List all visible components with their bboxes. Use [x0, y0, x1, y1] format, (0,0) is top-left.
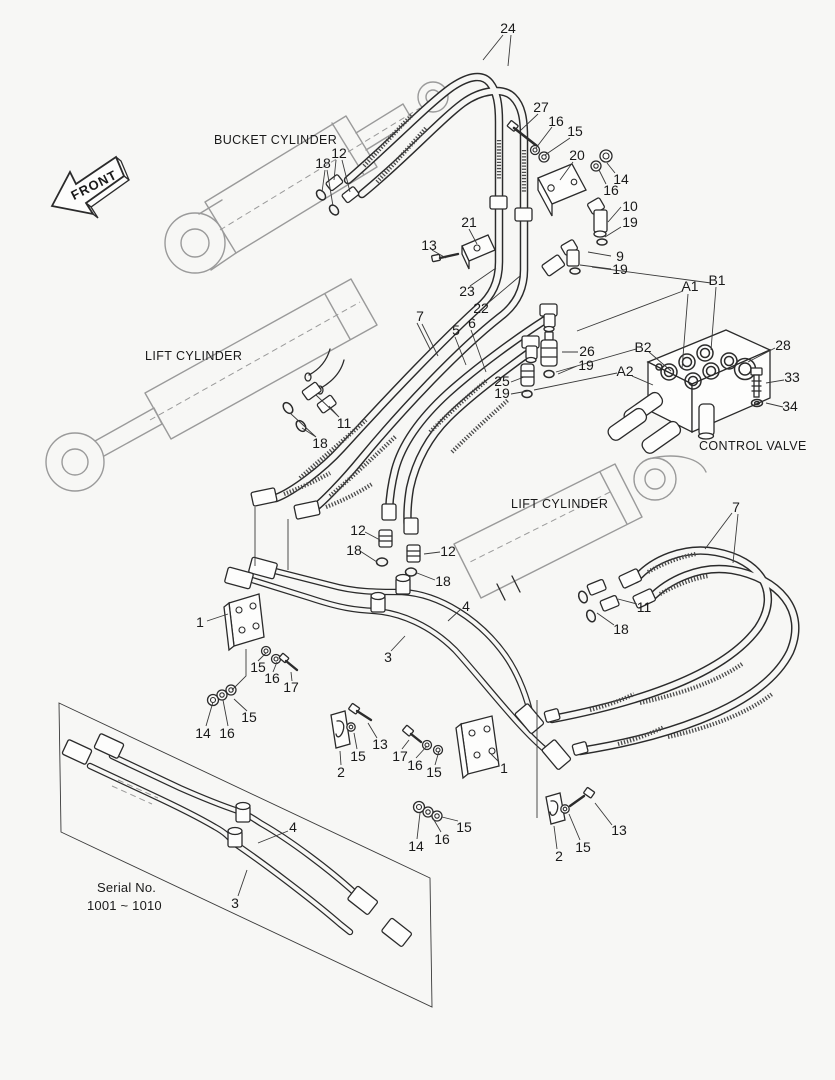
callout-18: 18 [312, 435, 328, 451]
serial-variant-box [58, 702, 433, 1008]
callout-12: 12 [440, 543, 456, 559]
callout-18: 18 [315, 155, 331, 171]
callout-13: 13 [611, 822, 627, 838]
callout-15: 15 [250, 659, 266, 675]
callout-A2: A2 [616, 363, 634, 379]
callout-3: 3 [384, 649, 392, 665]
callout-16: 16 [407, 757, 423, 773]
control-valve-drawing [607, 329, 772, 454]
callout-21: 21 [461, 214, 477, 230]
lift-cylinder-left-drawing [45, 278, 378, 492]
callout-15: 15 [241, 709, 257, 725]
control-valve-label: CONTROL VALVE [699, 439, 807, 453]
callout-33: 33 [784, 369, 800, 385]
callout-12: 12 [350, 522, 366, 538]
callout-16: 16 [548, 113, 564, 129]
callout-13: 13 [372, 736, 388, 752]
callout-4: 4 [289, 819, 297, 835]
callout-2: 2 [555, 848, 563, 864]
callout-19: 19 [622, 214, 638, 230]
callout-15: 15 [350, 748, 366, 764]
bucket-cylinder-drawing [164, 81, 449, 274]
serial-no-label-line1: Serial No. [97, 880, 157, 895]
callout-16: 16 [219, 725, 235, 741]
callout-B2: B2 [634, 339, 652, 355]
callout-17: 17 [283, 679, 299, 695]
callout-17: 17 [392, 748, 408, 764]
pipe-assembly [224, 556, 572, 770]
callout-2: 2 [337, 764, 345, 780]
callout-22: 22 [473, 300, 489, 316]
callout-15: 15 [567, 123, 583, 139]
callout-11: 11 [336, 415, 352, 431]
callout-5: 5 [452, 322, 460, 338]
callout-26: 26 [579, 343, 595, 359]
callout-19: 19 [494, 385, 510, 401]
callout-14: 14 [195, 725, 211, 741]
callout-A1: A1 [681, 278, 699, 294]
callout-27: 27 [533, 99, 549, 115]
callout-23: 23 [459, 283, 475, 299]
lift-cylinder-right-drawing [453, 455, 707, 601]
callout-12: 12 [331, 145, 347, 161]
callout-14: 14 [613, 171, 629, 187]
callout-3: 3 [231, 895, 239, 911]
callout-18: 18 [435, 573, 451, 589]
callout-20: 20 [569, 147, 585, 163]
callout-34: 34 [782, 398, 798, 414]
callout-9: 9 [616, 248, 624, 264]
callout-15: 15 [426, 764, 442, 780]
callout-13: 13 [421, 237, 437, 253]
leader-lines [205, 34, 785, 897]
callout-18: 18 [346, 542, 362, 558]
fittings-and-seals [282, 120, 620, 623]
callout-15: 15 [456, 819, 472, 835]
callout-16: 16 [434, 831, 450, 847]
callout-6: 6 [468, 315, 476, 331]
callout-10: 10 [622, 198, 638, 214]
callout-1: 1 [500, 760, 508, 776]
callout-1: 1 [196, 614, 204, 630]
callout-19: 19 [578, 357, 594, 373]
hose-lines [250, 77, 795, 756]
callout-28: 28 [775, 337, 791, 353]
callout-24: 24 [500, 20, 516, 36]
callout-15: 15 [575, 839, 591, 855]
callout-11: 11 [636, 599, 652, 615]
callout-7: 7 [416, 308, 424, 324]
callout-18: 18 [613, 621, 629, 637]
callout-19: 19 [612, 261, 628, 277]
callout-25: 25 [494, 373, 510, 389]
callout-B1: B1 [708, 272, 726, 288]
lift-cylinder-left-label: LIFT CYLINDER [145, 349, 243, 363]
callout-16: 16 [603, 182, 619, 198]
lift-cylinder-right-label: LIFT CYLINDER [511, 497, 609, 511]
callout-14: 14 [408, 838, 424, 854]
callout-7: 7 [732, 499, 740, 515]
callout-16: 16 [264, 670, 280, 686]
serial-no-label-line2: 1001 ~ 1010 [87, 898, 162, 913]
front-arrow [50, 155, 131, 219]
callout-4: 4 [462, 598, 470, 614]
bucket-cylinder-label: BUCKET CYLINDER [214, 133, 338, 147]
